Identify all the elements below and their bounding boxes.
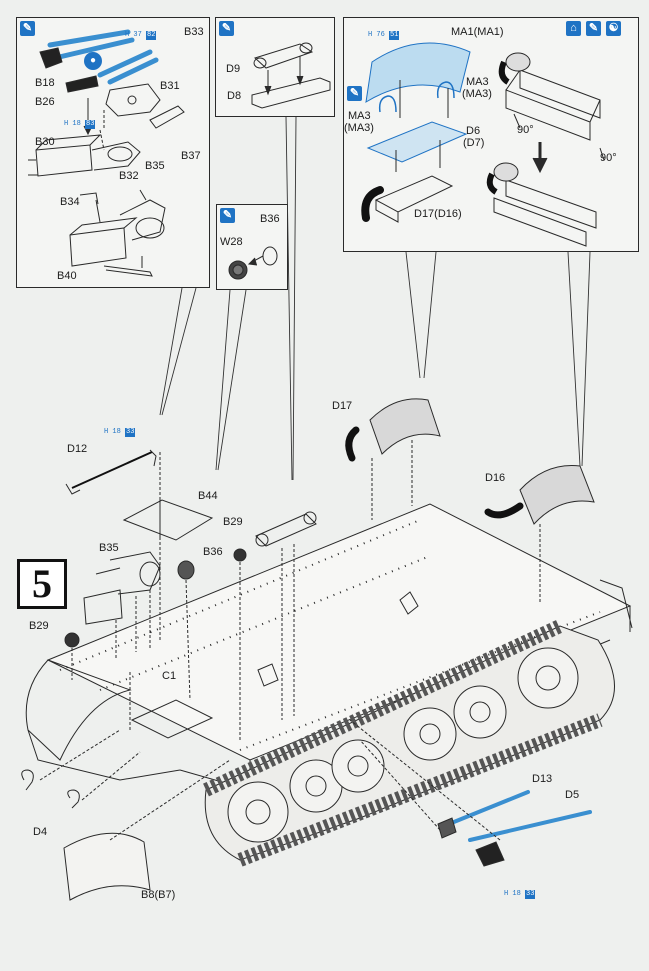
part-label: (D7) [463,137,485,149]
track-run [203,619,615,867]
part-label: D8 [227,90,242,102]
inset-d-parts [361,42,605,247]
part-label: B36 [260,213,280,225]
inset-b-parts [251,42,331,109]
part-label: B32 [119,170,139,182]
paint-code: H 18 83 [64,120,96,129]
part-label: D6 [466,125,481,137]
inset-a-parts [28,29,185,277]
assemble-icon: ☯ [606,21,621,36]
part-label: B40 [57,270,77,282]
part-label: B29 [29,620,49,632]
part-label: B18 [35,77,55,89]
part-label: B31 [160,80,180,92]
part-label: B29 [223,516,243,528]
part-label: B8(B7) [141,889,176,901]
step-number: 5 [17,559,67,609]
part-label: MA3 [466,76,489,88]
glue-icon: ✎ [347,86,362,101]
leader-lines [159,116,591,481]
part-label: (MA3) [462,88,492,100]
part-label: B35 [99,542,119,554]
paint-code: H 18 33 [504,890,536,899]
main-parts [21,398,595,901]
part-label: D17 [332,400,353,412]
paint-code: H 18 33 [104,428,136,437]
part-label: D17(D16) [414,208,462,220]
part-label: MA3 [348,110,371,122]
part-label: W28 [220,236,243,248]
angle-label: 90° [517,124,534,136]
part-label: D13 [532,773,553,785]
part-label: B36 [203,546,223,558]
part-label: B26 [35,96,55,108]
part-label: B37 [181,150,201,162]
part-label: B33 [184,26,204,38]
part-label: D9 [226,63,241,75]
angle-label: 90° [600,152,617,164]
part-label: D16 [485,472,506,484]
part-label: D4 [33,826,48,838]
part-label: MA1(MA1) [451,26,504,38]
part-label: D12 [67,443,88,455]
paint-code: H 76 51 [368,31,400,40]
glue-icon: ✎ [219,21,234,36]
part-label: C1 [162,670,177,682]
part-label: D5 [565,789,580,801]
glue-icon: ✎ [586,21,601,36]
inset-b-frame [215,17,335,117]
part-label: B30 [35,136,55,148]
part-label: B35 [145,160,165,172]
paint-code: H 37 82 [125,31,157,40]
inset-c-parts [228,246,278,280]
part-label: (MA3) [344,122,374,134]
glue-icon: ✎ [220,208,235,223]
glue-icon: ✎ [20,21,35,36]
hole-icon: ● [84,52,102,70]
part-label: B44 [198,490,218,502]
part-label: B34 [60,196,80,208]
turn-over-icon: ⌂ [566,21,581,36]
